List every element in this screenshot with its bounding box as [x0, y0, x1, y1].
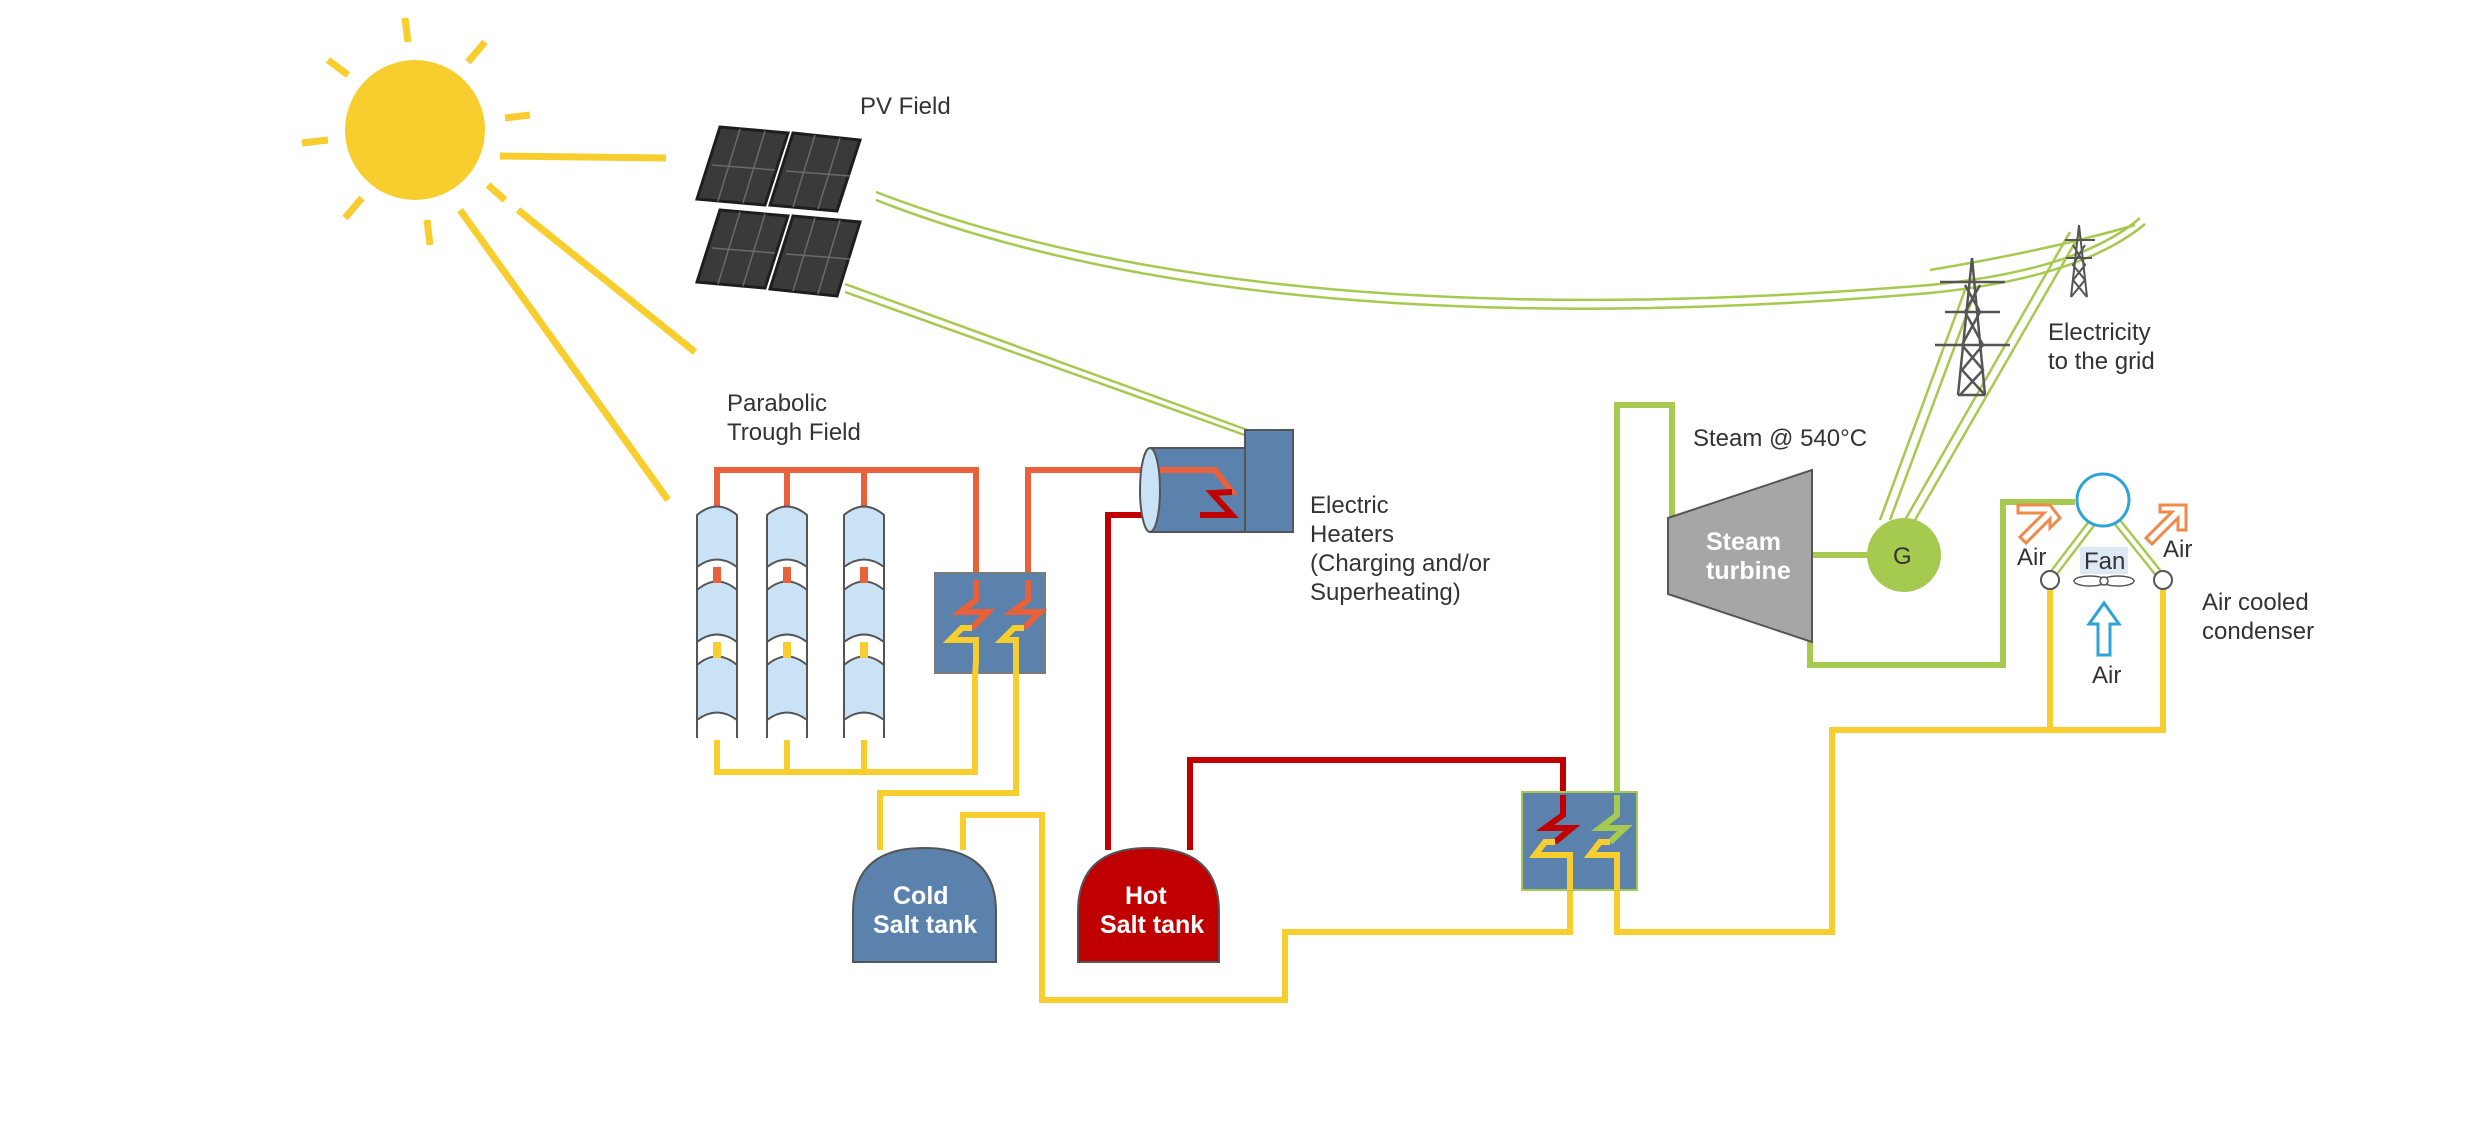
hot-salt-tank [1077, 846, 1220, 963]
air-arrow-right-icon [2143, 503, 2188, 547]
cold-salt-pipes [714, 574, 2166, 1003]
trough-field-label-line2: Trough Field [727, 419, 861, 446]
cold-tank-label-line1: Cold [893, 882, 949, 910]
air-right-label: Air [2163, 536, 2192, 563]
trough-field-label-line1: Parabolic [727, 390, 827, 417]
steam-pipes [1614, 402, 2075, 818]
heat-exchanger-trough [934, 572, 1048, 679]
heaters-label-line1: Electric [1310, 492, 1389, 519]
heaters-label-line2: Heaters [1310, 521, 1394, 548]
turbine-label-line2: turbine [1706, 557, 1791, 585]
air-arrow-left-icon [2016, 503, 2062, 546]
steam-turbine [1667, 468, 1813, 644]
generator-label: G [1893, 543, 1912, 570]
turbine-label-line1: Steam [1706, 528, 1781, 556]
sun-icon [301, 17, 698, 503]
heaters-label-line4: Superheating) [1310, 579, 1461, 606]
fan-label: Fan [2084, 548, 2125, 575]
condenser-label-line1: Air cooled [2202, 589, 2309, 616]
air-cooled-condenser [2040, 472, 2173, 590]
heaters-label-line3: (Charging and/or [1310, 550, 1490, 577]
air-arrow-up-icon [2086, 600, 2122, 657]
air-bottom-label: Air [2092, 662, 2121, 689]
hot-tank-label-line2: Salt tank [1100, 911, 1204, 939]
air-left-label: Air [2017, 544, 2046, 571]
cold-salt-tank [852, 846, 997, 963]
electric-heater [1139, 429, 1294, 533]
transmission-tower-small-icon [2065, 224, 2095, 298]
hot-tank-label-line1: Hot [1125, 882, 1167, 910]
fan-icon [2073, 575, 2135, 587]
trough-collectors [696, 505, 885, 722]
pv-field-label: PV Field [860, 93, 951, 120]
generator-icon [1867, 518, 1941, 592]
power-lines [844, 190, 2146, 521]
grid-label-line1: Electricity [2048, 319, 2151, 346]
heat-exchanger-steam [1521, 791, 1638, 891]
transmission-tower-icon [1935, 257, 2010, 397]
pv-field-panels [695, 125, 862, 298]
grid-label-line2: to the grid [2048, 348, 2155, 375]
cold-tank-label-line2: Salt tank [873, 911, 977, 939]
steam-label: Steam @ 540°C [1693, 425, 1867, 452]
condenser-label-line2: condenser [2202, 618, 2314, 645]
